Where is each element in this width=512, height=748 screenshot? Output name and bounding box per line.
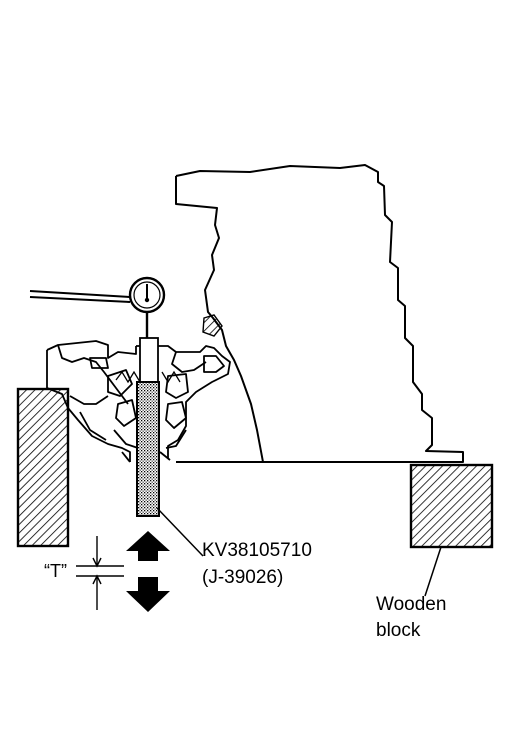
arrow-down-icon [126,577,170,612]
wooden-block-label-line2: block [376,620,421,641]
flange-detail [202,314,223,337]
gauge-arm-upper [29,290,131,298]
dimension-t-marks [76,536,124,610]
case-front-contour [175,176,264,463]
gear-teeth [115,370,181,384]
block-leader-line [424,546,442,597]
tool-part-number: KV38105710 [202,540,312,561]
tool-alt-part-number: (J-39026) [202,567,283,588]
tool-leader-line [156,507,204,557]
tool-collar [139,337,159,383]
transaxle-case-outline [175,164,464,463]
dimension-t-label: “T” [44,561,67,581]
special-tool-shaft [136,381,160,517]
wooden-block-right [409,463,494,549]
dial-gauge-icon [128,276,166,340]
wooden-block-left [16,387,70,548]
gauge-arm-lower [29,296,131,303]
wooden-block-label-line1: Wooden [376,594,446,615]
arrow-up-icon [126,531,170,561]
